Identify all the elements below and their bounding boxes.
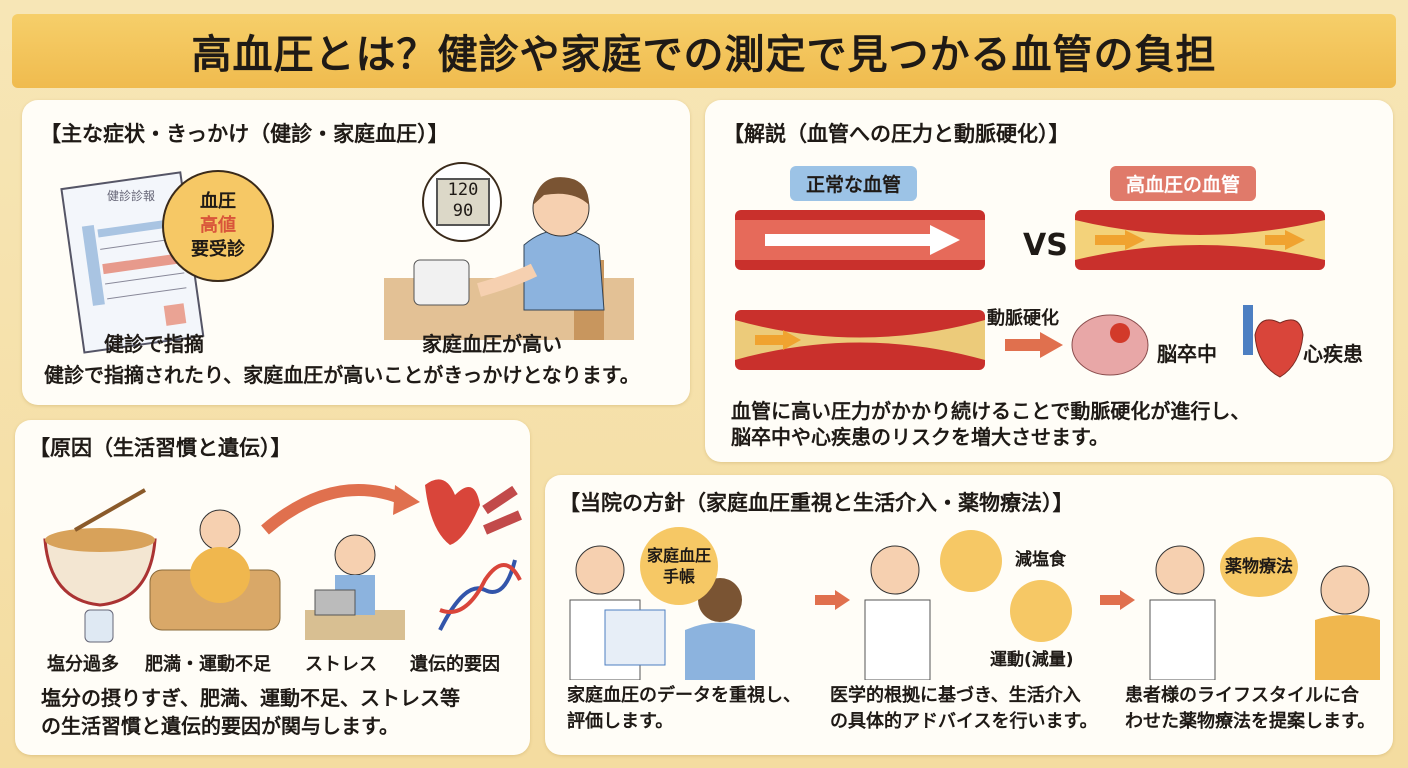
description-line: 塩分の摂りすぎ、肥満、運動不足、ストレス等 [41, 686, 460, 710]
step-line: 家庭血圧のデータを重視し、 [567, 685, 801, 706]
exercise-bubble [1010, 580, 1072, 642]
explanation-heading: 【解説（血管への圧力と動脈硬化）】 [723, 122, 1070, 146]
description-line: 脳卒中や心疾患のリスクを増大させます。 [731, 425, 1109, 449]
policy-step-1: 家庭血圧のデータを重視し、 評価します。 [567, 683, 801, 735]
diet-bubble [940, 530, 1002, 592]
symptoms-heading: 【主な症状・きっかけ（健診・家庭血圧）】 [40, 122, 449, 146]
step-line: わせた薬物療法を提案します。 [1125, 711, 1376, 732]
causes-illustrations [43, 479, 522, 643]
stroke-label: 脳卒中 [1157, 342, 1217, 366]
causes-panel: 【原因（生活習慣と遺伝）】 塩分過多 肥満・運動不足 ストレス 遺伝的要因 塩分… [15, 420, 530, 755]
diastolic-value: 90 [452, 201, 474, 221]
home-bp-notebook-bubble: 家庭血圧 手帳 [640, 527, 718, 605]
vs-label: VS [1023, 228, 1068, 263]
high-bp-bubble: 血圧 高値 要受診 [162, 170, 274, 282]
low-salt-label: 減塩食 [1015, 550, 1066, 570]
monitor-bubble: 120 90 [422, 162, 502, 242]
causes-heading: 【原因（生活習慣と遺伝）】 [29, 436, 292, 460]
cause-salt: 塩分過多 [47, 654, 119, 675]
explanation-panel: 【解説（血管への圧力と動脈硬化）】 正常な血管 高血圧の血管 VS 動脈硬化 脳… [705, 100, 1393, 462]
bubble-line: 要受診 [191, 239, 245, 260]
cause-obesity: 肥満・運動不足 [145, 654, 271, 675]
policy-panel: 【当院の方針（家庭血圧重視と生活介入・薬物療法）】 家庭血圧 手帳 減塩食 運動… [545, 475, 1393, 755]
cause-stress: ストレス [305, 654, 377, 675]
step-line: 患者様のライフスタイルに合 [1125, 685, 1359, 706]
report-title: 健診診報 [107, 188, 155, 203]
medication-bubble: 薬物療法 [1220, 537, 1298, 597]
symptoms-description: 健診で指摘されたり、家庭血圧が高いことがきっかけとなります。 [44, 363, 640, 387]
label-checkup: 健診で指摘 [104, 332, 204, 356]
exercise-label: 運動(減量) [990, 650, 1074, 670]
vessel-illustrations [735, 210, 1325, 378]
bubble-line-highlight: 高値 [200, 215, 236, 236]
symptoms-panel: 【主な症状・きっかけ（健診・家庭血圧）】 健診診報 血圧 高値 要受診 120 … [22, 100, 690, 405]
bubble-line: 血圧 [200, 191, 236, 212]
arteriosclerosis-label: 動脈硬化 [987, 308, 1059, 329]
label-home-bp: 家庭血圧が高い [422, 332, 562, 356]
policy-illustrations [569, 545, 1380, 680]
policy-step-3: 患者様のライフスタイルに合 わせた薬物療法を提案します。 [1125, 683, 1375, 735]
cause-genetic: 遺伝的要因 [410, 654, 500, 675]
explanation-description: 血管に高い圧力がかかり続けることで動脈硬化が進行し、 脳卒中や心疾患のリスクを増… [731, 398, 1250, 450]
bubble-line: 手帳 [662, 567, 695, 586]
policy-step-2: 医学的根拠に基づき、生活介入 の具体的アドバイスを行います。 [830, 683, 1098, 735]
description-line: の生活習慣と遺伝的要因が関与します。 [41, 714, 399, 738]
home-bp-person-illustration [384, 177, 634, 340]
page-title: 高血圧とは？健診や家庭での測定で見つかる血管の負担 [12, 14, 1396, 88]
step-line: の具体的アドバイスを行います。 [830, 711, 1098, 732]
step-line: 医学的根拠に基づき、生活介入 [830, 685, 1081, 706]
description-line: 血管に高い圧力がかかり続けることで動脈硬化が進行し、 [731, 399, 1251, 423]
step-line: 評価します。 [567, 711, 674, 732]
normal-vessel-label: 正常な血管 [790, 166, 918, 201]
policy-heading: 【当院の方針（家庭血圧重視と生活介入・薬物療法）】 [559, 491, 1074, 515]
causes-description: 塩分の摂りすぎ、肥満、運動不足、ストレス等 の生活習慣と遺伝的要因が関与します。 [41, 684, 460, 740]
systolic-value: 120 [447, 180, 479, 200]
heart-disease-label: 心疾患 [1303, 342, 1363, 366]
bubble-line: 家庭血圧 [646, 546, 711, 565]
hypertension-vessel-label: 高血圧の血管 [1110, 166, 1257, 201]
